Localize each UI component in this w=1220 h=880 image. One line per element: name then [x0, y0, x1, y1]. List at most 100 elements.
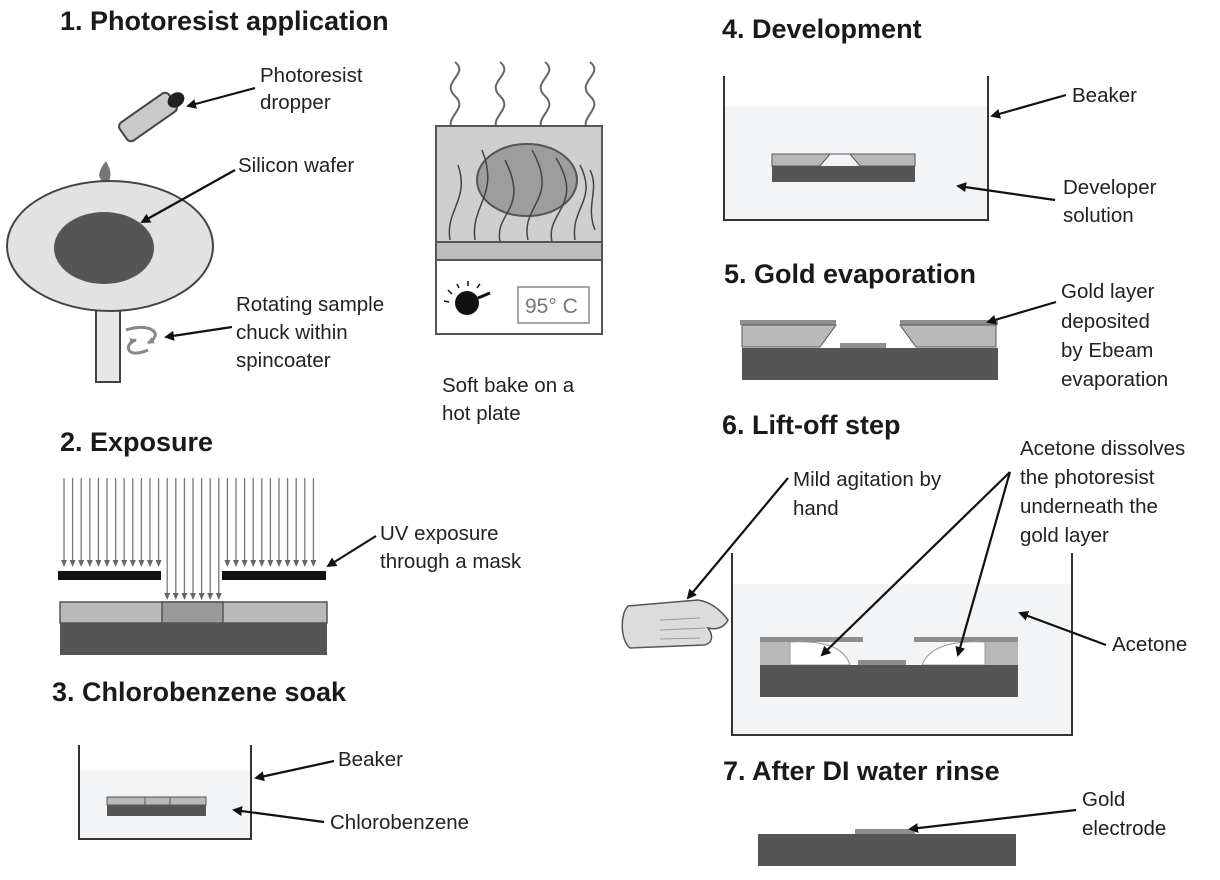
gold-deposit [840, 343, 886, 348]
uv-ray-tip [284, 560, 291, 567]
gold-layer-label: Gold layer deposited by Ebeam evaporatio… [1061, 280, 1168, 391]
step-6-lift-off: 6. Lift-off step Mild agitation by hand … [621, 410, 1191, 736]
step-3-title: 3. Chlorobenzene soak [52, 677, 347, 707]
dropper-icon [99, 91, 185, 182]
step-2-title: 2. Exposure [60, 427, 213, 457]
beaker-3-label: Beaker [338, 748, 403, 771]
uv-ray-tip [310, 560, 317, 567]
hand-icon [621, 599, 729, 649]
beaker-4 [723, 76, 989, 221]
electrode-arrow [908, 808, 1077, 834]
exposed-resist-region [161, 601, 224, 624]
substrate [60, 623, 327, 655]
uv-arrow [326, 535, 377, 568]
dropper-arrow [186, 86, 256, 109]
agitation-arrow [686, 477, 789, 600]
beaker-3 [78, 745, 252, 840]
heat-flow-lines [448, 149, 596, 243]
beaker-6 [731, 553, 1073, 736]
mask-right [222, 571, 326, 580]
uv-ray-tip [61, 560, 67, 567]
dissolving-resist [789, 641, 986, 666]
gold-layer-arrow [986, 300, 1057, 325]
uv-ray-tip [138, 560, 145, 567]
uv-ray-tip [207, 593, 214, 600]
silicon-wafer [54, 212, 154, 284]
acetone-note-arrow-right [955, 471, 1012, 657]
uv-ray-tip [78, 560, 85, 567]
step-1-title: 1. Photoresist application [60, 6, 389, 36]
electrode-label: Gold electrode [1082, 788, 1166, 840]
uv-ray-tip [276, 560, 282, 567]
step-7-after-rinse: 7. After DI water rinse Gold electrode [723, 756, 1166, 866]
uv-ray-tip [241, 560, 248, 567]
step-6-title: 6. Lift-off step [722, 410, 900, 440]
step-3-chlorobenzene-soak: 3. Chlorobenzene soak Beaker Chlorobenze… [52, 677, 469, 840]
uv-ray-tip [301, 560, 308, 567]
acetone-arrow [1018, 611, 1107, 647]
step-7-title: 7. After DI water rinse [723, 756, 1000, 786]
uv-ray-tip [86, 560, 93, 567]
evap-substrate [742, 348, 998, 380]
heat-waves-icon [449, 61, 596, 133]
agitation-label: Mild agitation by hand [793, 468, 947, 520]
evap-resist [741, 324, 997, 348]
step-5-gold-evaporation: 5. Gold evaporation Gold layer deposited… [724, 259, 1168, 391]
uv-ray-tip [293, 560, 300, 567]
softbake-label: Soft bake on a hot plate [442, 374, 580, 425]
chuck-arrow [164, 325, 233, 341]
uv-ray-tip [224, 560, 231, 567]
final-substrate [758, 834, 1016, 866]
developer-label: Developer solution [1063, 176, 1162, 227]
hot-plate: 95° C [435, 61, 603, 335]
wafer-arrow [140, 169, 236, 223]
liftoff-substrate [760, 665, 1018, 697]
uv-ray-tip [172, 593, 179, 600]
uv-ray-tip [95, 560, 102, 567]
liftoff-gold-left [760, 637, 863, 642]
soak-resist [106, 796, 207, 806]
wafer-label: Silicon wafer [238, 154, 354, 177]
dev-substrate [772, 166, 915, 182]
uv-ray-tip [215, 593, 222, 600]
gold-top-right [900, 320, 998, 325]
beaker-3-arrow [254, 759, 335, 782]
step-5-title: 5. Gold evaporation [724, 259, 976, 289]
uv-ray-tip [121, 560, 128, 567]
temperature-readout: 95° C [525, 295, 578, 318]
chuck-shaft [95, 301, 121, 383]
liftoff-gold-center [858, 660, 906, 665]
beaker-4-arrow [990, 93, 1067, 119]
uv-ray-tip [155, 560, 162, 567]
chlorobenzene-label: Chlorobenzene [330, 811, 469, 834]
developer-arrow [956, 182, 1056, 202]
uv-ray-tip [164, 593, 171, 600]
uv-ray-tip [69, 560, 76, 567]
chuck-label: Rotating sample chuck within spincoater [236, 293, 390, 372]
chlorobenzene-arrow [232, 806, 325, 824]
developer-liquid [725, 106, 987, 219]
uv-ray-tip [129, 560, 136, 567]
liftoff-resist [760, 642, 1018, 665]
rotation-arrow-icon [125, 325, 157, 345]
mask-left [58, 571, 161, 580]
liftoff-gold-right [914, 637, 1018, 642]
droplet-icon [99, 161, 111, 182]
uv-ray-tip [258, 560, 265, 567]
acetone-note-label: Acetone dissolves the photoresist undern… [1020, 437, 1191, 547]
soak-substrate [107, 805, 206, 816]
step-4-title: 4. Development [722, 14, 922, 44]
baked-wafer [476, 143, 578, 217]
beaker-4-label: Beaker [1072, 84, 1137, 107]
dropper-label: Photoresist dropper [260, 64, 368, 114]
uv-ray-tip [198, 593, 205, 600]
step-2-exposure: 2. Exposure UV exposure through a mask [58, 427, 522, 655]
uv-ray-tip [267, 560, 274, 567]
heating-plate [435, 241, 603, 261]
acetone-note-arrow-left [820, 471, 1011, 657]
uv-rays [61, 478, 317, 600]
uv-ray-tip [190, 593, 196, 600]
gold-electrode [855, 829, 915, 834]
rotation-arrow-icon [126, 338, 149, 355]
